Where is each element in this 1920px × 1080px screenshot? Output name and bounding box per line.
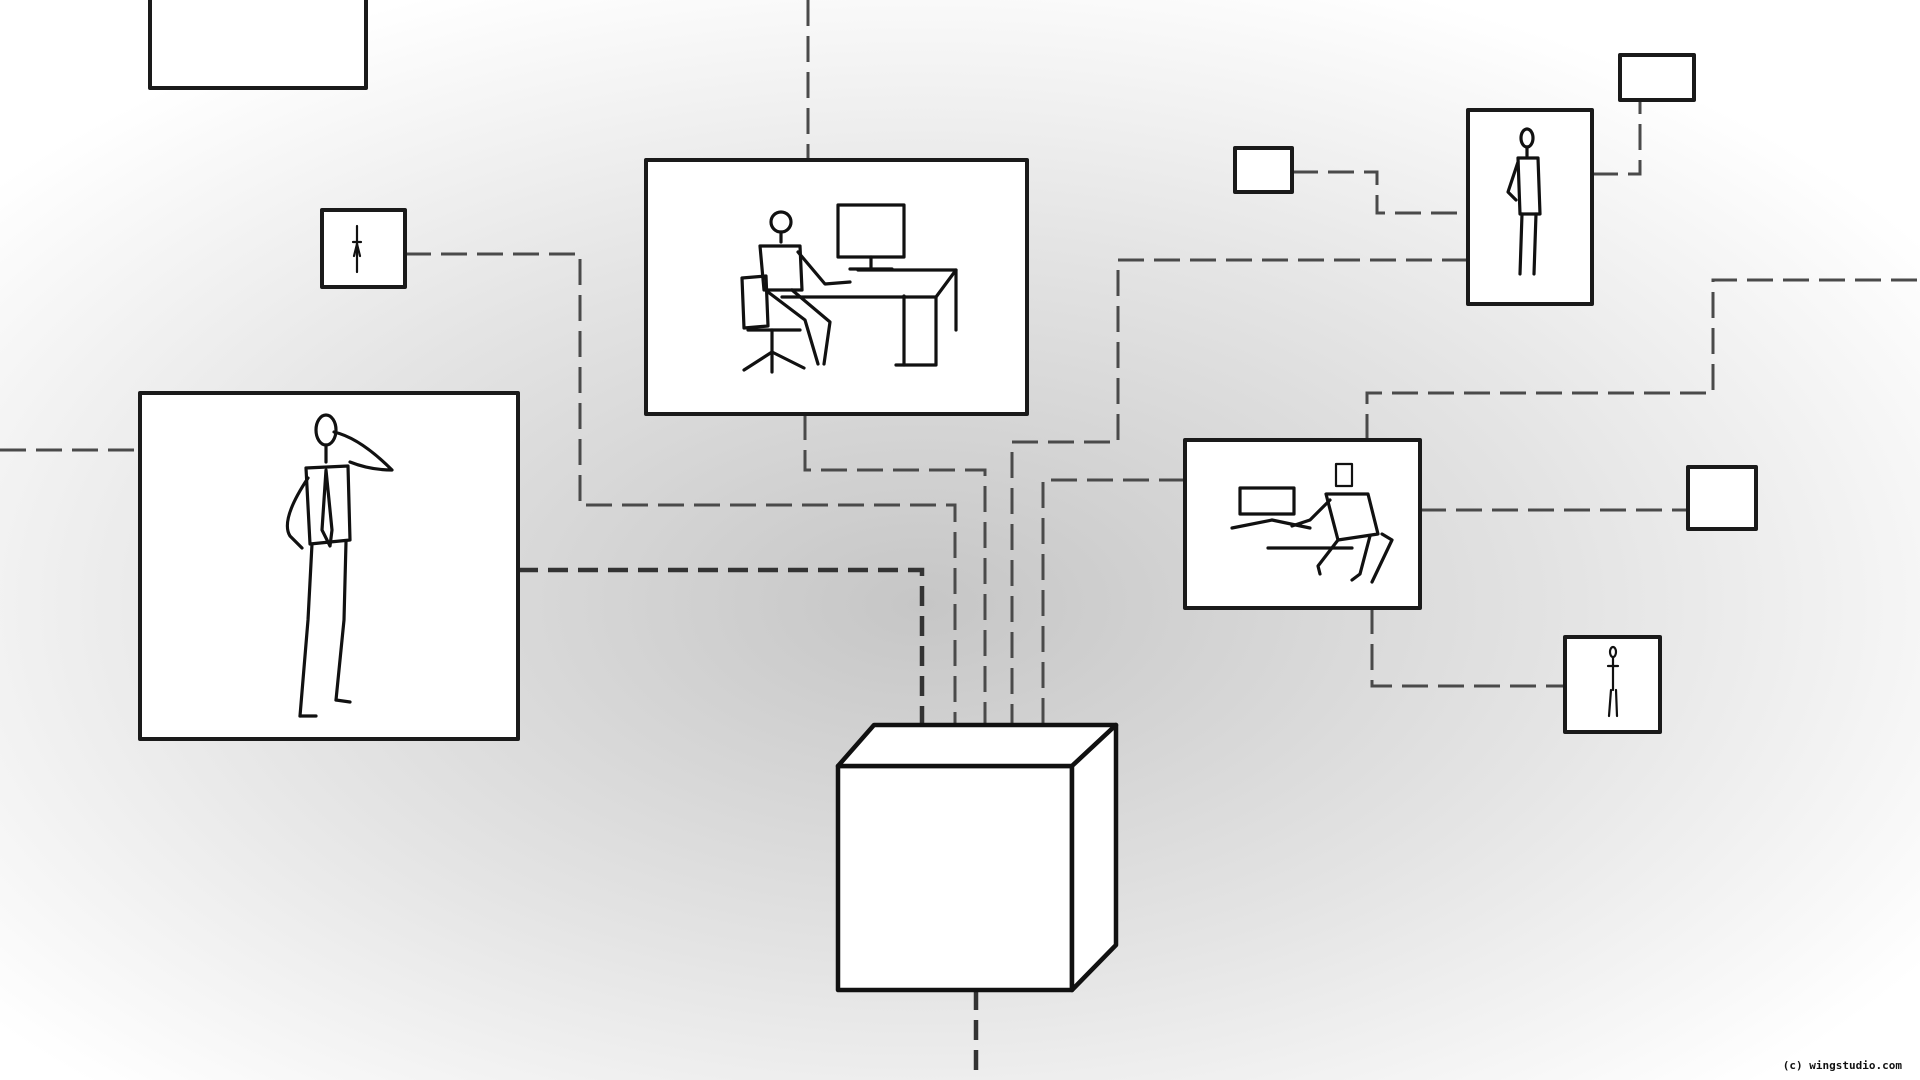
person-at-laptop-icon — [1230, 462, 1394, 584]
person-figure-icon — [351, 224, 363, 274]
link-standing-panel-to-server — [1010, 258, 1468, 745]
standing-person-panel-frame — [138, 391, 520, 741]
small-empty-box-left — [1233, 146, 1294, 194]
person-at-desk-icon — [740, 203, 958, 374]
cube-icon — [835, 722, 1119, 993]
person-figure-icon — [1506, 127, 1542, 276]
link-small-person-to-server — [405, 252, 957, 745]
link-laptop-panel-to-server — [1041, 478, 1185, 745]
workstation-panel — [644, 158, 1029, 416]
link-desk-panel-to-server — [803, 414, 987, 745]
tiny-person-box — [1563, 635, 1662, 734]
link-laptop-panel-to-tiny-person — [1370, 608, 1565, 688]
top-left-empty-box — [148, 0, 368, 90]
cube-top-face — [835, 722, 1119, 769]
standing-person-panel — [138, 391, 520, 741]
laptop-user-panel — [1183, 438, 1422, 610]
cube-side-face — [1069, 722, 1119, 993]
workstation-panel-frame — [644, 158, 1029, 416]
small-empty-box-top — [1618, 53, 1696, 102]
link-person-panel-to-server — [518, 567, 925, 745]
tall-person-panel — [1466, 108, 1594, 306]
copyright-notice: (c) wingstudio.com — [1782, 1059, 1902, 1072]
person-figure-icon — [1606, 645, 1620, 718]
link-standing-panel-to-top-box — [1592, 100, 1642, 176]
small-empty-box-right — [1686, 465, 1758, 531]
cube-front-face — [835, 763, 1075, 993]
small-person-box-frame — [320, 208, 407, 289]
small-person-box — [320, 208, 407, 289]
tall-person-panel-frame — [1466, 108, 1594, 306]
person-figure-icon — [285, 413, 394, 718]
link-small-box-to-standing-panel — [1292, 170, 1468, 215]
